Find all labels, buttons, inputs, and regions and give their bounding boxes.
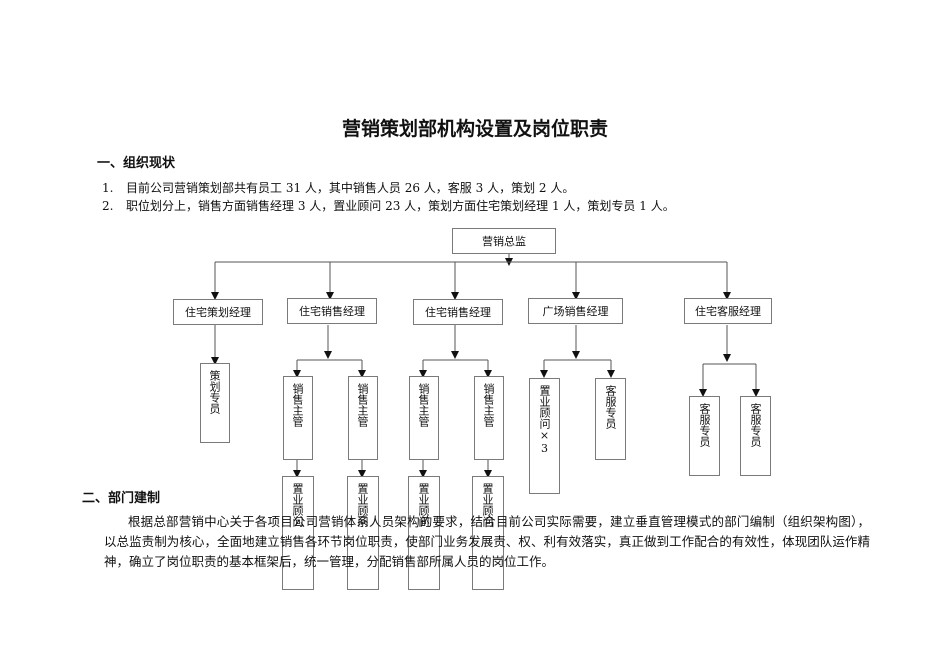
list-item: 1. 目前公司营销策划部共有员工 31 人，其中销售人员 26 人，客服 3 人，… [102, 179, 574, 196]
org-node-service-staff: 客服专员 [689, 396, 720, 476]
list-number: 2. [102, 199, 114, 213]
org-node-marketing-director: 营销总监 [452, 228, 556, 254]
org-node-label: 置业顾问×3 [538, 385, 551, 455]
org-node-sales-consultant: 置业顾问 [282, 476, 314, 590]
org-node-planning-manager: 住宅策划经理 [173, 299, 263, 325]
org-node-sales-consultant: 置业顾问 [408, 476, 440, 590]
org-node-plaza-sales-manager: 广场销售经理 [528, 298, 623, 324]
org-node-sales-supervisor: 销售主管 [283, 376, 313, 460]
org-node-service-staff: 客服专员 [595, 378, 626, 460]
org-node-sales-consultant: 置业顾问 [347, 476, 379, 590]
org-node-sales-consultant: 置业顾问 [472, 476, 504, 590]
list-text: 职位划分上，销售方面销售经理 3 人，置业顾问 23 人，策划方面住宅策划经理 … [126, 199, 675, 213]
body-paragraph: 根据总部营销中心关于各项目公司营销体系人员架构的要求，结合目前公司实际需要，建立… [104, 514, 870, 569]
section-heading-department-setup: 二、部门建制 [82, 491, 161, 506]
org-node-service-staff: 客服专员 [740, 396, 771, 476]
org-node-sales-supervisor: 销售主管 [409, 376, 439, 460]
org-node-sales-supervisor: 销售主管 [348, 376, 378, 460]
org-node-service-manager: 住宅客服经理 [684, 298, 772, 324]
list-item: 2. 职位划分上，销售方面销售经理 3 人，置业顾问 23 人，策划方面住宅策划经… [102, 197, 675, 214]
org-node-sales-manager: 住宅销售经理 [287, 298, 377, 324]
org-node-plaza-consultants: 置业顾问×3 [529, 378, 560, 494]
section-heading-org-status: 一、组织现状 [97, 156, 176, 171]
list-text: 目前公司营销策划部共有员工 31 人，其中销售人员 26 人，客服 3 人，策划… [126, 181, 575, 195]
org-node-planning-staff: 策划专员 [200, 363, 230, 443]
org-node-sales-manager: 住宅销售经理 [413, 299, 503, 325]
list-number: 1. [102, 181, 114, 195]
page-title: 营销策划部机构设置及岗位职责 [341, 118, 608, 140]
org-node-sales-supervisor: 销售主管 [474, 376, 504, 460]
